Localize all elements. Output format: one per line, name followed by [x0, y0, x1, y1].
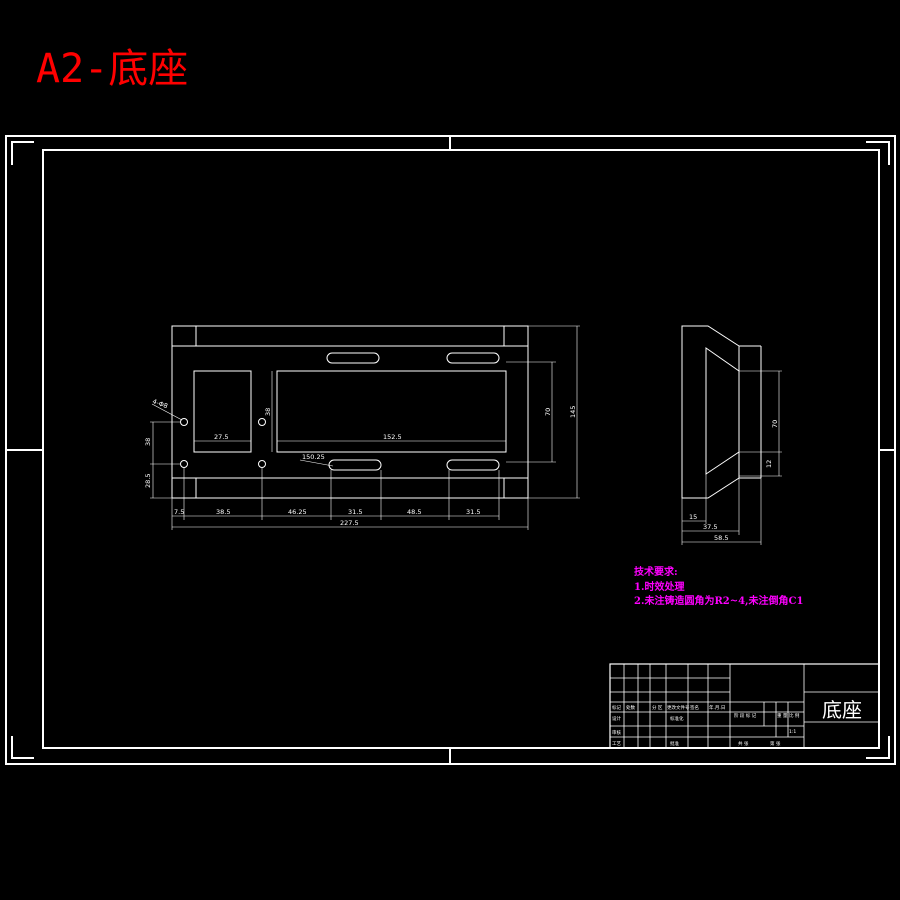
- outer-border: [5, 135, 896, 765]
- hole: [258, 418, 266, 426]
- tech-req-item-1: 1.时效处理: [634, 581, 685, 593]
- tb-label: 标准化: [670, 715, 684, 722]
- tb-label: 阶 段 标 记: [734, 712, 757, 719]
- tech-req-heading: 技术要求:: [634, 567, 678, 578]
- dim-left-v1: 38: [144, 438, 152, 446]
- dim-mid-v: 38: [264, 408, 272, 416]
- slot: [446, 459, 500, 471]
- tb-label: 批准: [670, 740, 679, 747]
- dim-left-v2: 28.5: [144, 474, 152, 488]
- hole: [180, 460, 188, 468]
- tb-label: 审核: [612, 729, 621, 736]
- dim-side-width-2: 37.5: [703, 523, 717, 531]
- tb-label: 工艺: [612, 741, 621, 747]
- tb-label: 比 例: [789, 712, 800, 719]
- dim-side-width-1: 15: [689, 513, 697, 521]
- dim-slot-note: 150.25: [302, 453, 325, 461]
- tb-label: 更改文件号: [667, 704, 690, 711]
- hole: [180, 418, 188, 426]
- dim-inner-height: 70: [544, 408, 552, 416]
- tb-label: 年.月.日: [709, 704, 725, 711]
- dim-seg-2: 38.5: [216, 508, 230, 516]
- tb-label: 设计: [612, 715, 621, 722]
- slot: [328, 459, 382, 471]
- tb-label: 标记: [612, 704, 621, 711]
- dim-seg-4: 31.5: [348, 508, 362, 516]
- dim-side-height-lower: 12: [765, 460, 773, 468]
- front-view: [150, 325, 580, 530]
- slot: [446, 352, 500, 364]
- tb-label: 签名: [690, 704, 699, 711]
- window-left: [193, 370, 252, 453]
- title-block-labels: 标记 处数 分 区 更改文件号 签名 年.月.日 设计 标准化 审核 工艺 批准…: [612, 704, 800, 747]
- title-block: [609, 663, 880, 749]
- dim-overall-length: 227.5: [340, 519, 359, 527]
- tb-label: 第 张: [770, 740, 781, 747]
- dim-seg-1: 7.5: [174, 508, 184, 516]
- dim-side-height-upper: 70: [771, 420, 779, 428]
- slot: [326, 352, 380, 364]
- dim-seg-3: 46.25: [288, 508, 307, 516]
- hole: [258, 460, 266, 468]
- tb-scale: 1:1: [789, 729, 796, 735]
- window-right: [276, 370, 507, 453]
- tb-label: 重 量: [777, 712, 788, 719]
- dim-side-width-3: 58.5: [714, 534, 728, 542]
- technical-requirements: 技术要求: 1.时效处理 2.未注铸造圆角为R2~4,未注倒角C1: [634, 566, 803, 610]
- inner-frame: [42, 149, 880, 749]
- side-view: [681, 325, 782, 545]
- dim-window-left: 27.5: [214, 433, 228, 441]
- dim-seg-5: 48.5: [407, 508, 421, 516]
- tech-req-item-2: 2.未注铸造圆角为R2~4,未注倒角C1: [634, 596, 804, 607]
- dim-seg-6: 31.5: [466, 508, 480, 516]
- side-view-dimensions: 70 12 15 37.5 58.5: [689, 420, 779, 542]
- page-title: A2-底座: [36, 46, 189, 92]
- tb-label: 共 张: [738, 740, 749, 747]
- tb-label: 分 区: [652, 704, 663, 711]
- dim-overall-height: 145: [569, 406, 577, 418]
- dim-window-right: 152.5: [383, 433, 402, 441]
- part-name: 底座: [822, 698, 862, 722]
- tb-label: 处数: [626, 704, 635, 711]
